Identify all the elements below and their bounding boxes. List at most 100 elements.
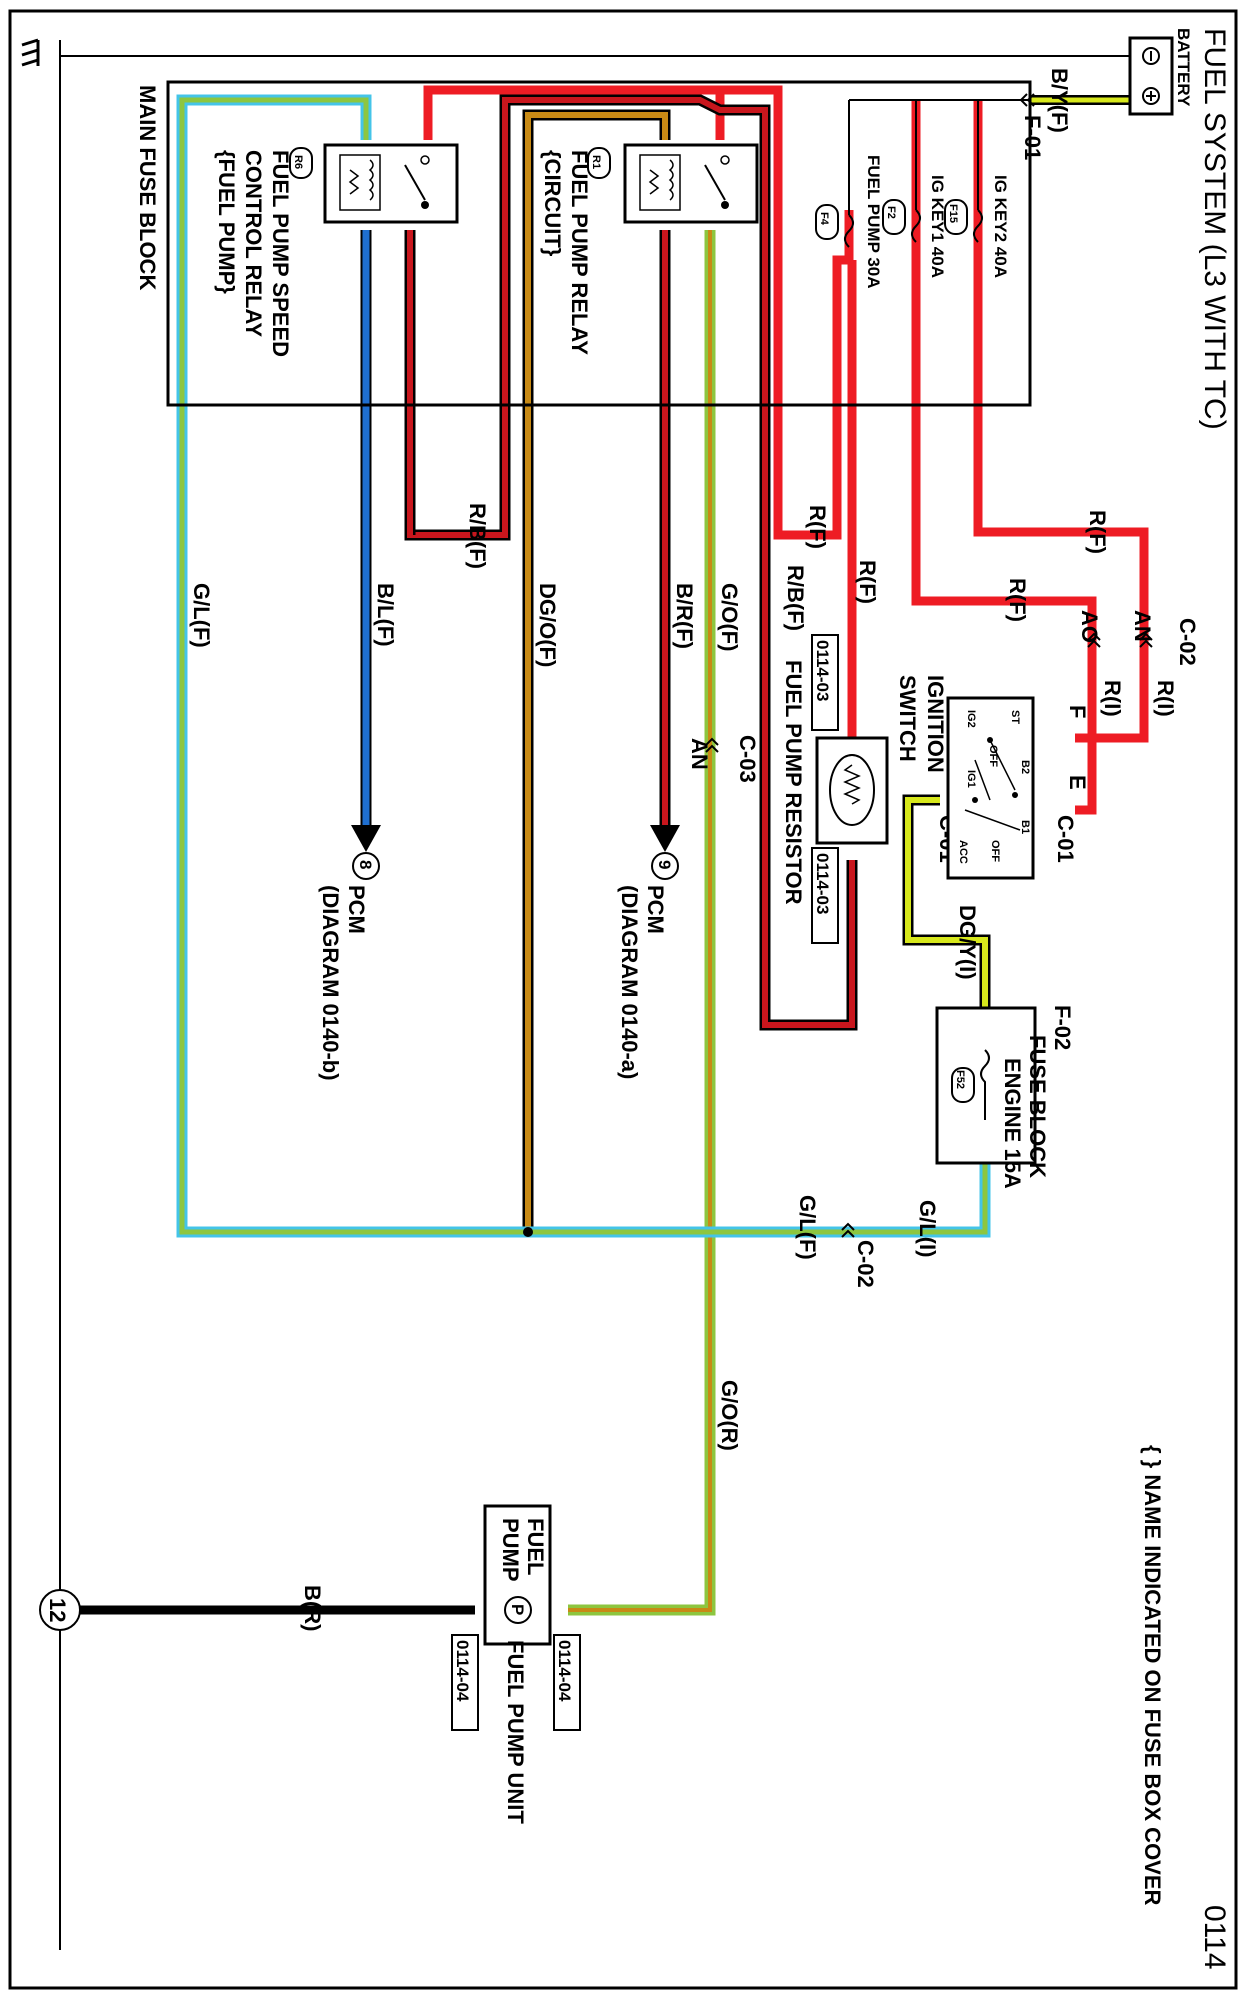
svg-text:R1: R1 (590, 155, 602, 169)
wire-label-dgo-f: DG/O(F) (535, 583, 560, 667)
wire-label-gl-f-1: G/L(F) (189, 583, 214, 648)
fuse-box-note: { } NAME INDICATED ON FUSE BOX COVER (1140, 1445, 1165, 1906)
pcm-8-ref: (DIAGRAM 0140-b) (318, 885, 343, 1081)
wire-label-dgy-i: DG/Y(I) (955, 905, 980, 980)
wire-label-rb-f-1: R/B(F) (783, 565, 808, 631)
wire-label-b-r: B(R) (300, 1585, 325, 1631)
pcm-9-label: PCM (643, 885, 668, 934)
fuel-pump-resistor (815, 736, 889, 845)
splice-point (523, 1227, 533, 1237)
svg-text:R6: R6 (292, 155, 304, 169)
svg-text:ST: ST (1009, 710, 1021, 724)
arrow-to-pcm-8 (351, 825, 381, 852)
svg-text:IG KEY1 40A: IG KEY1 40A (928, 175, 947, 278)
connector-c03: C-03 (735, 735, 760, 783)
fuse-f4: F4 FUEL PUMP 30A (815, 155, 883, 289)
wire-r-fuel-pump-fuse (423, 85, 854, 540)
wire-r-relay-r1 (715, 85, 778, 140)
svg-text:9: 9 (655, 860, 674, 869)
wire-r-ig-key2 (973, 100, 1149, 743)
svg-text:{FUEL PUMP}: {FUEL PUMP} (214, 150, 239, 294)
wire-label-r-f-1: R(F) (1085, 510, 1110, 554)
engine-fuse-block: F52 (935, 1006, 1037, 1165)
svg-text:F2: F2 (885, 206, 897, 219)
pcm-8-label: PCM (344, 885, 369, 934)
wire-label-r-f-3: R(F) (805, 505, 830, 549)
svg-text:FUEL PUMP RELAY: FUEL PUMP RELAY (567, 150, 592, 355)
svg-text:FUEL: FUEL (523, 1518, 548, 1575)
battery (1128, 36, 1174, 116)
wire-gl-f (176, 94, 991, 1238)
svg-text:ACC: ACC (957, 840, 969, 864)
fuse-f15: F15 IG KEY2 40A (944, 175, 1010, 278)
arrow-to-pcm-9 (650, 825, 680, 852)
pin-f: F (1065, 705, 1090, 718)
fuel-pump-ref-top-box (553, 1634, 581, 1731)
wire-dgy-i (902, 794, 991, 1050)
wire-label-r-i-2: R(I) (1100, 680, 1125, 717)
resistor-ref-top-box (811, 634, 839, 731)
connector-chevrons (705, 93, 1153, 1238)
svg-text:OFF: OFF (987, 745, 999, 767)
connector-c01-right: C-01 (1053, 815, 1078, 863)
svg-text:F15: F15 (947, 204, 959, 223)
wire-label-rb-f-2: R/B(F) (465, 503, 490, 569)
svg-text:F52: F52 (954, 1070, 966, 1089)
svg-text:CONTROL RELAY: CONTROL RELAY (241, 150, 266, 337)
fuel-pump: P FUEL PUMP (483, 1504, 552, 1646)
page-frame (8, 9, 1238, 1990)
connector-f01: F-01 (1020, 115, 1045, 160)
wire-label-by-f: B/Y(F) (1047, 68, 1072, 133)
connector-f02: F-02 (1050, 1005, 1075, 1050)
fuel-pump-ref-top: 0114-04 (555, 1640, 574, 1702)
wire-rb-f-resistor (404, 94, 858, 1031)
wire-label-r-i-1: R(I) (1153, 680, 1178, 717)
connector-c02-top: C-02 (1175, 618, 1200, 666)
wire-dgo-f (522, 109, 671, 1232)
relay-r6-label: R6 FUEL PUMP SPEED CONTROL RELAY {FUEL P… (214, 147, 313, 357)
engine-fuse-block-label: FUSE BLOCK (1025, 1035, 1050, 1178)
svg-text:8: 8 (356, 860, 375, 869)
svg-text:OFF: OFF (989, 840, 1001, 862)
battery-label: BATTERY (1174, 28, 1193, 107)
resistor-ref-top: 0114-03 (813, 640, 832, 701)
svg-text:FUEL PUMP 30A: FUEL PUMP 30A (864, 155, 883, 289)
wire-go-f (568, 230, 716, 1616)
fuel-pump-ref-bottom-box (451, 1634, 479, 1731)
wire-label-br-f: B/R(F) (672, 583, 697, 649)
resistor-ref-bottom-box (811, 847, 839, 944)
svg-text:F4: F4 (818, 212, 830, 226)
fuel-pump-ref-bottom: 0114-04 (453, 1640, 472, 1702)
engine-fuse-label: ENGINE 15A (1000, 1058, 1025, 1189)
resistor-ref-bottom: 0114-03 (813, 853, 832, 914)
wire-label-gl-i: G/L(I) (915, 1200, 940, 1257)
relay-r6 (323, 143, 459, 224)
svg-text:IG1: IG1 (965, 770, 977, 788)
relay-r1-label: R1 FUEL PUMP RELAY {CIRCUIT} (540, 147, 611, 355)
connector-c02-bottom: C-02 (853, 1240, 878, 1288)
wire-label-gl-f-2: G/L(F) (795, 1195, 820, 1260)
main-fuse-block-label: MAIN FUSE BLOCK (135, 85, 160, 290)
svg-text:B1: B1 (1019, 820, 1031, 834)
pcm-8-terminal: 8 (352, 852, 380, 880)
wire-r-ig-key1 (911, 100, 1097, 815)
wire-label-go-f: G/O(F) (717, 583, 742, 651)
svg-text:{CIRCUIT}: {CIRCUIT} (540, 150, 565, 257)
wire-label-bl-f: B/L(F) (373, 583, 398, 647)
wire-label-go-r: G/O(R) (717, 1380, 742, 1451)
pin-e: E (1065, 775, 1090, 790)
svg-text:IG2: IG2 (965, 710, 977, 728)
page-title: FUEL SYSTEM (L3 WITH TC) (1198, 28, 1231, 430)
main-fuse-block-box (166, 80, 1032, 407)
svg-text:IG KEY2 40A: IG KEY2 40A (991, 175, 1010, 278)
ignition-switch: ST IG2 OFF IG1 B2 B1 ACC OFF (946, 696, 1035, 880)
ground-symbol (21, 38, 40, 67)
relay-r1 (623, 143, 759, 224)
resistor-label: FUEL PUMP RESISTOR (781, 660, 806, 905)
wire-label-r-f-2: R(F) (1005, 578, 1030, 622)
svg-text:12: 12 (45, 1598, 70, 1622)
ground-terminal-12: 12 (39, 1589, 81, 1631)
svg-text:P: P (508, 1604, 527, 1615)
svg-text:PUMP: PUMP (498, 1518, 523, 1582)
